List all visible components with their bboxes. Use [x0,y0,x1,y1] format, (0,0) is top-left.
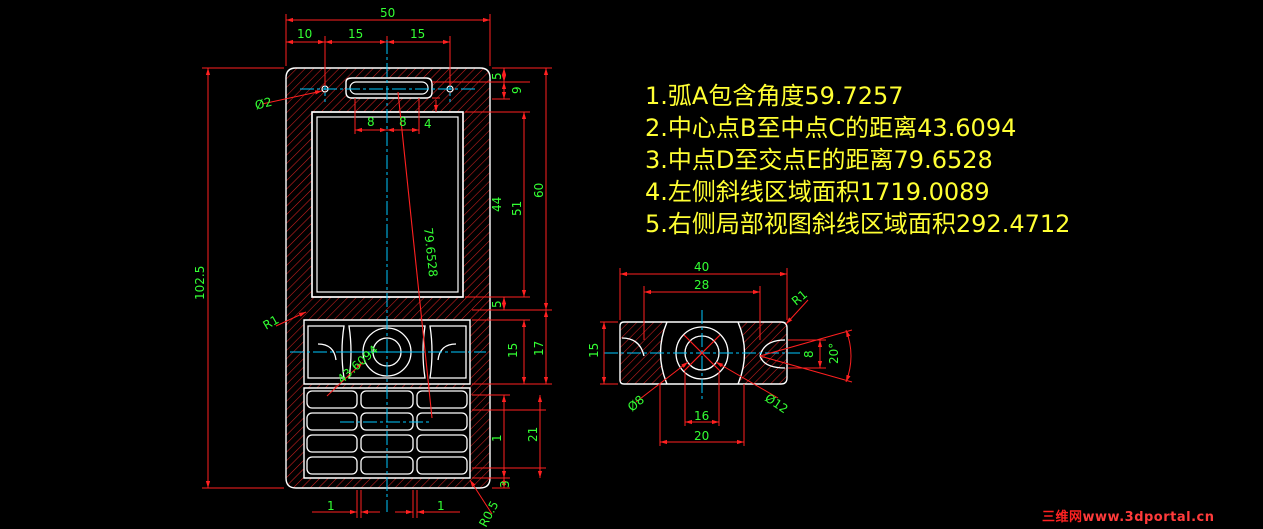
dim-top-5: 5 [490,72,504,80]
watermark-cn: 三维网 [1042,510,1083,525]
dim-width-16: 16 [694,409,709,423]
dim-gap-4: 4 [424,117,432,131]
dim-hole-dia: Ø2 [254,95,274,113]
dim-height-8: 8 [802,350,816,358]
dim-screen-44: 44 [490,197,504,212]
dim-fillet-r1: R1 [261,312,282,332]
note-1: 1.弧A包含角度59.7257 [645,82,904,110]
dim-width-40: 40 [694,260,709,274]
note-2: 2.中心点B至中点C的距离43.6094 [645,114,1017,142]
dim-nav-17: 17 [532,341,546,356]
front-dimensions [202,14,552,518]
dim-screen-60: 60 [532,183,546,198]
side-cross [683,334,721,372]
side-dimensions [600,268,853,446]
front-center-lines [290,40,486,512]
dim-height-15: 15 [587,343,601,358]
dim-screen-51: 51 [510,201,524,216]
dim-fillet-r05: R0.5 [476,499,501,529]
front-dim-text: 50 10 15 15 Ø2 8 8 4 102.5 5 9 44 51 60 … [193,6,546,529]
dim-slot-inner-right: 8 [399,115,407,129]
dim-angle-20: 20° [827,343,841,364]
dim-keys-21: 21 [526,427,540,442]
dim-keys-1: 1 [490,434,504,442]
side-hatch-region [619,321,788,385]
dim-overall-height: 102.5 [193,266,207,300]
dim-diag-79: 79.6528 [421,227,440,278]
watermark-url: www.3dportal.cn [1082,510,1215,525]
dim-screen-bottom-5: 5 [490,300,504,308]
dim-width-20: 20 [694,429,709,443]
dim-side-fillet-r1: R1 [789,287,810,308]
dim-bottom-3: 3 [498,480,512,488]
front-view: 50 10 15 15 Ø2 8 8 4 102.5 5 9 44 51 60 … [193,6,552,529]
dim-overall-width: 50 [380,6,395,20]
dim-hole-offset: 10 [297,27,312,41]
dim-bottom-1-right: 1 [437,499,445,513]
dim-nav-15: 15 [506,343,520,358]
dim-top-9: 9 [510,86,524,94]
dim-slot-right: 15 [410,27,425,41]
dim-slot-inner-left: 8 [367,115,375,129]
speaker-slot [349,81,429,95]
side-view: 40 28 R1 15 8 20° Ø8 Ø12 16 20 [587,260,853,446]
note-4: 4.左侧斜线区域面积1719.0089 [645,178,990,206]
dim-width-28: 28 [694,278,709,292]
watermark: 三维网www.3dportal.cn [1042,506,1215,525]
dim-slot-left: 15 [348,27,363,41]
note-3: 3.中点D至交点E的距离79.6528 [645,146,993,174]
dim-dia-12: Ø12 [762,391,790,416]
note-5: 5.右侧局部视图斜线区域面积292.4712 [645,210,1071,238]
dim-bottom-1-left: 1 [327,499,335,513]
